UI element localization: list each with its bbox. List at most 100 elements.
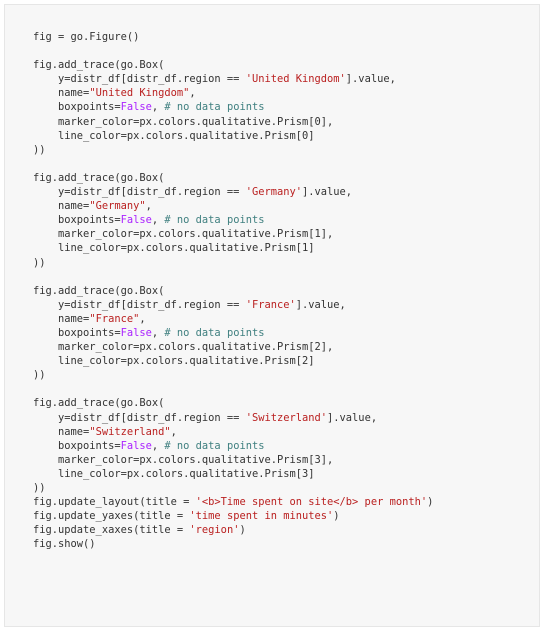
code-token: ].value, [327,411,378,424]
code-line: marker_color=px.colors.qualitative.Prism… [33,227,433,241]
code-line: )) [33,143,433,157]
code-line: name="United Kingdom", [33,86,433,100]
code-token: , [151,326,165,339]
code-line: boxpoints=False, # no data points [33,439,433,453]
code-comment: # no data points [164,326,265,339]
code-token: fig.update_yaxes(title = [33,510,190,523]
code-token: ].value, [302,186,353,199]
code-token: ) [239,524,246,537]
code-token: marker_color=px.colors.qualitative.Prism… [33,341,334,354]
code-line: marker_color=px.colors.qualitative.Prism… [33,453,433,467]
code-token: y=distr_df[distr_df.region == [33,411,246,424]
code-line: line_color=px.colors.qualitative.Prism[2… [33,354,433,368]
code-token: , [151,101,165,114]
code-token: marker_color=px.colors.qualitative.Prism… [33,228,334,241]
code-line: boxpoints=False, # no data points [33,326,433,340]
code-line: line_color=px.colors.qualitative.Prism[0… [33,129,433,143]
code-token: fig.add_trace(go.Box( [33,284,165,297]
code-token: fig.update_xaxes(title = [33,524,190,537]
code-token: fig.update_layout(title = [33,496,196,509]
code-token: ) [333,510,340,523]
code-line: fig.add_trace(go.Box( [33,171,433,185]
code-token: line_color=px.colors.qualitative.Prism[0… [33,129,315,142]
code-cell[interactable]: fig = go.Figure() fig.add_trace(go.Box( y… [4,4,540,627]
code-token: fig.add_trace(go.Box( [33,59,165,72]
code-token: , [145,200,152,213]
code-token: )) [33,256,46,269]
code-line: y=distr_df[distr_df.region == 'France'].… [33,298,433,312]
code-line: fig.update_xaxes(title = 'region') [33,523,433,537]
code-token: y=distr_df[distr_df.region == [33,186,246,199]
code-token: )) [33,482,46,494]
code-line: y=distr_df[distr_df.region == 'Germany']… [33,185,433,199]
string-literal: "Switzerland" [89,425,171,438]
code-line: name="France", [33,312,433,326]
code-token: , [189,87,196,100]
code-line: fig = go.Figure() [33,30,433,44]
code-line: line_color=px.colors.qualitative.Prism[1… [33,241,433,255]
code-line [33,270,433,284]
code-token: name= [33,425,90,438]
code-token: )) [33,143,46,156]
code-line: fig.add_trace(go.Box( [33,396,433,410]
code-token: line_color=px.colors.qualitative.Prism[1… [33,242,315,255]
code-token: , [151,439,165,452]
code-token: line_color=px.colors.qualitative.Prism[3… [33,467,315,480]
code-line [33,44,433,58]
code-token: boxpoints= [33,101,121,114]
code-token: , [139,312,146,325]
code-token: fig = go.Figure() [33,31,140,43]
code-line: fig.update_layout(title = '<b>Time spent… [33,495,433,509]
code-line: line_color=px.colors.qualitative.Prism[3… [33,467,433,481]
code-line: boxpoints=False, # no data points [33,100,433,114]
code-line: y=distr_df[distr_df.region == 'Switzerla… [33,411,433,425]
code-line: name="Germany", [33,199,433,213]
code-token: , [151,214,165,227]
code-token: marker_color=px.colors.qualitative.Prism… [33,115,334,128]
code-token: name= [33,312,90,325]
code-line: name="Switzerland", [33,425,433,439]
code-line: fig.add_trace(go.Box( [33,58,433,72]
code-token: name= [33,200,90,213]
code-token: fig.add_trace(go.Box( [33,397,165,410]
code-line [33,382,433,396]
keyword: False [120,439,152,452]
code-editor[interactable]: fig = go.Figure() fig.add_trace(go.Box( y… [33,30,433,551]
string-literal: "United Kingdom" [89,87,190,100]
keyword: False [120,326,152,339]
code-line: marker_color=px.colors.qualitative.Prism… [33,340,433,354]
string-literal: "Germany" [89,200,146,213]
keyword: False [120,101,152,114]
code-comment: # no data points [164,101,265,114]
code-token: y=distr_df[distr_df.region == [33,73,246,86]
code-token: ].value, [295,298,346,311]
code-line: boxpoints=False, # no data points [33,213,433,227]
code-token: line_color=px.colors.qualitative.Prism[2… [33,355,315,368]
code-line [33,157,433,171]
string-literal: 'region' [189,524,240,537]
code-comment: # no data points [164,214,265,227]
keyword: False [120,214,152,227]
string-literal: 'France' [245,298,296,311]
code-line: y=distr_df[distr_df.region == 'United Ki… [33,72,433,86]
string-literal: 'time spent in minutes' [189,510,334,523]
code-token: boxpoints= [33,326,121,339]
code-token: ].value, [345,73,396,86]
code-token: , [170,425,177,438]
string-literal: 'Switzerland' [245,411,328,424]
code-token: marker_color=px.colors.qualitative.Prism… [33,453,334,466]
string-literal: 'United Kingdom' [245,73,346,86]
code-line: fig.update_yaxes(title = 'time spent in … [33,509,433,523]
string-literal: "France" [89,312,140,325]
code-line: )) [33,368,433,382]
code-line: fig.show() [33,537,433,551]
code-token: )) [33,369,46,382]
code-line: fig.add_trace(go.Box( [33,284,433,298]
code-token: fig.add_trace(go.Box( [33,171,165,184]
code-token: y=distr_df[distr_df.region == [33,298,246,311]
code-token: ) [427,496,434,509]
code-token: fig.show() [33,538,96,551]
code-token: boxpoints= [33,439,121,452]
string-literal: '<b>Time spent on site</b> per month' [195,496,428,509]
code-token: boxpoints= [33,214,121,227]
